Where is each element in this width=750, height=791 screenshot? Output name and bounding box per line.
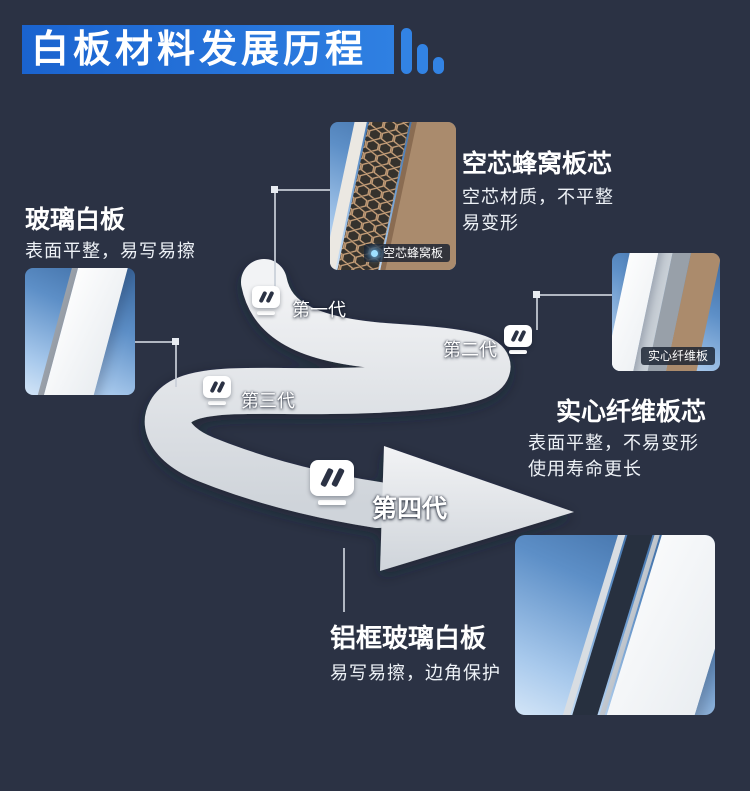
gen2-label: 第二代 xyxy=(443,340,497,360)
connector-fiber-h xyxy=(536,294,612,296)
aluminum-heading: 铝框玻璃白板 xyxy=(330,623,487,653)
glow-dot-icon xyxy=(370,249,378,257)
glass-panel-art xyxy=(25,268,135,395)
connector-fiber-v xyxy=(536,294,538,330)
bar-2 xyxy=(417,44,428,74)
fiber-board-image: 实心纤维板 xyxy=(612,253,720,371)
glass-whiteboard-image xyxy=(25,268,135,395)
whiteboard-icon-gen4 xyxy=(310,460,354,505)
fiber-desc-1: 表面平整，不易变形 xyxy=(528,433,699,453)
icon-stand xyxy=(509,350,527,354)
panel-face xyxy=(33,268,135,395)
whiteboard-icon-gen3 xyxy=(203,376,231,405)
bar-3 xyxy=(433,57,444,74)
connector-node xyxy=(172,338,179,345)
icon-stand xyxy=(208,401,226,405)
connector-node xyxy=(533,291,540,298)
bar-1 xyxy=(401,28,412,74)
image-label-badge: 空芯蜂窝板 xyxy=(363,244,450,262)
aluminum-panel-art xyxy=(515,535,715,715)
honeycomb-desc-1: 空芯材质，不平整 xyxy=(462,187,614,207)
gen1-label: 第一代 xyxy=(292,300,346,320)
aluminum-frame-image xyxy=(515,535,715,715)
glass-desc-1: 表面平整，易写易擦 xyxy=(25,241,196,261)
gen3-label: 第三代 xyxy=(241,391,295,411)
icon-stand xyxy=(318,500,346,505)
image-label-badge: 实心纤维板 xyxy=(640,347,715,365)
icon-board xyxy=(310,460,354,496)
honeycomb-panel-image: 空芯蜂窝板 xyxy=(330,122,456,270)
glass-heading: 玻璃白板 xyxy=(25,206,126,234)
icon-stand xyxy=(257,311,275,315)
aluminum-desc-1: 易写易擦，边角保护 xyxy=(330,663,501,683)
connector-glass-v xyxy=(175,341,177,387)
connector-honeycomb-v xyxy=(274,189,276,289)
image-label-text: 空芯蜂窝板 xyxy=(382,246,443,260)
connector-honeycomb-h xyxy=(274,189,332,191)
icon-board xyxy=(203,376,231,398)
fiber-desc-2: 使用寿命更长 xyxy=(528,459,642,479)
honeycomb-desc-2: 易变形 xyxy=(462,213,519,233)
icon-board xyxy=(504,325,532,347)
whiteboard-icon-gen1 xyxy=(252,286,280,315)
fiber-heading: 实心纤维板芯 xyxy=(556,398,707,426)
honeycomb-heading: 空芯蜂窝板芯 xyxy=(462,150,613,178)
page-title: 白板材料发展历程 xyxy=(22,25,394,74)
image-label-text: 实心纤维板 xyxy=(647,349,708,363)
connector-node xyxy=(271,186,278,193)
gen4-label: 第四代 xyxy=(372,495,448,523)
whiteboard-icon-gen2 xyxy=(504,325,532,354)
bar-chart-icon xyxy=(401,27,444,74)
connector-glass-h xyxy=(135,341,177,343)
page-title-text: 白板材料发展历程 xyxy=(31,28,368,71)
connector-aluminum-v xyxy=(343,548,345,612)
icon-board xyxy=(252,286,280,308)
